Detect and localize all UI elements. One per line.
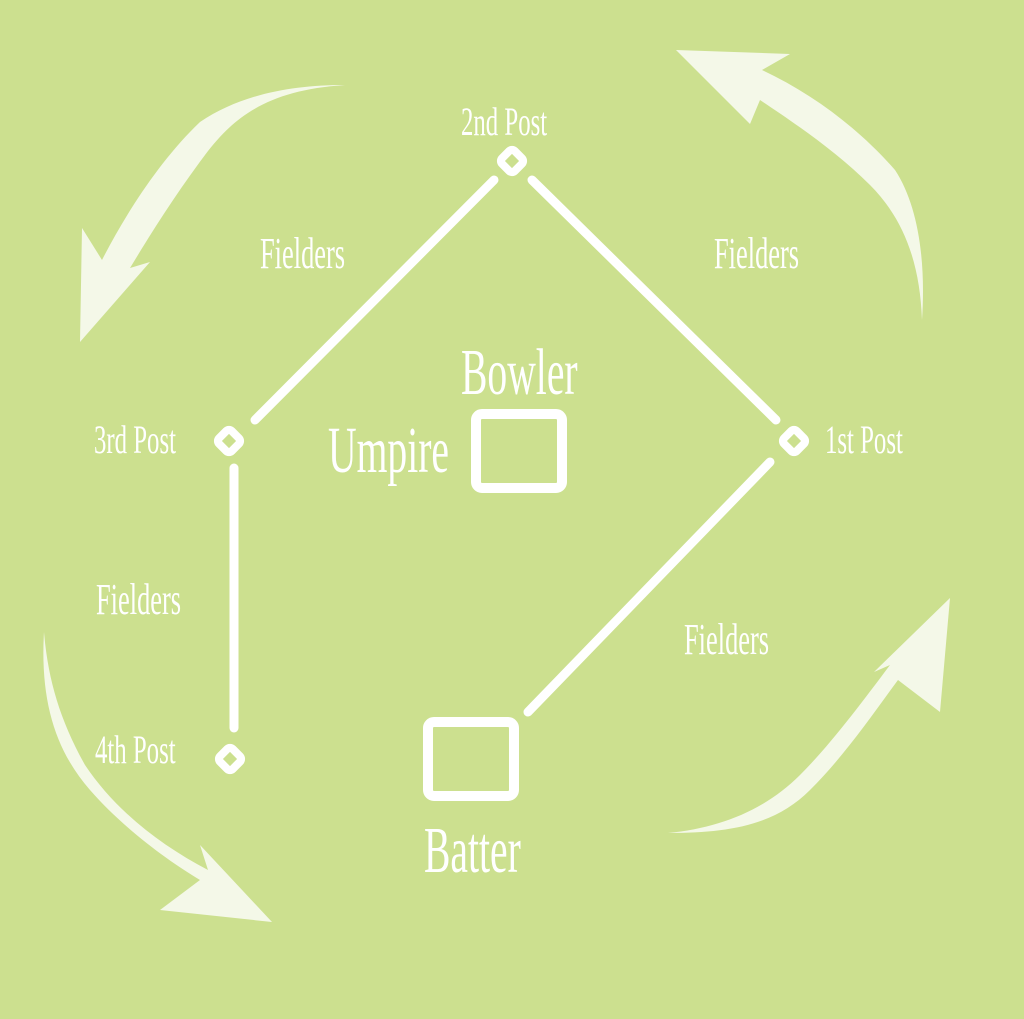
diamond-outline-icon-1st-post	[778, 425, 810, 457]
square-outline-icon-bowler	[471, 409, 567, 493]
baseline-2nd-to-3rd	[250, 175, 499, 425]
diamond-outline-icon-4th-post	[214, 743, 246, 775]
post-label-3rd: 3rd Post	[94, 417, 176, 462]
square-outline-icon-batter	[423, 717, 519, 801]
fielders-label-left: Fielders	[96, 575, 182, 624]
baseline-2nd-to-1st	[527, 175, 781, 425]
fielders-label-top-left: Fielders	[260, 229, 346, 278]
curved-arrow-icon-top-right	[676, 50, 923, 320]
curved-arrow-icon-top-left	[80, 85, 345, 342]
fielders-label-top-right: Fielders	[714, 229, 800, 278]
fielders-label-bottom-right: Fielders	[684, 615, 770, 664]
bowler-label: Bowler	[461, 336, 578, 409]
diamond-outline-icon-3rd-post	[213, 425, 245, 457]
diamond-outline-icon-2nd-post	[496, 145, 528, 177]
umpire-label: Umpire	[328, 414, 449, 487]
post-label-2nd: 2nd Post	[461, 99, 548, 144]
curved-arrow-icon-bottom-right	[668, 598, 950, 833]
baseline-1st-to-batter	[523, 457, 775, 717]
batter-label: Batter	[424, 814, 521, 887]
curved-arrow-icon-bottom-left	[43, 632, 272, 922]
post-label-4th: 4th Post	[95, 727, 176, 772]
post-label-1st: 1st Post	[825, 417, 903, 462]
